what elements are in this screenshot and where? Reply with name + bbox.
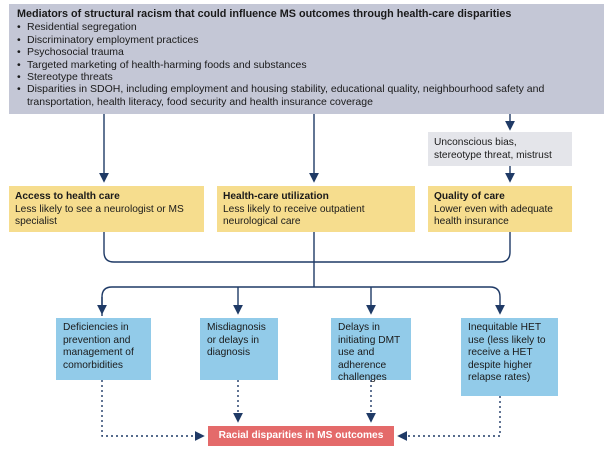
pathway-quality: Quality of care Lower even with adequate… xyxy=(428,186,572,232)
outcome-box: Racial disparities in MS outcomes xyxy=(208,426,394,446)
pathway-utilization: Health-care utilization Less likely to r… xyxy=(217,186,415,232)
split-bracket xyxy=(101,286,505,316)
mediator-item: Stereotype threats xyxy=(17,71,596,84)
consequence-het: Inequitable HET use (less likely to rece… xyxy=(461,318,558,396)
mediator-item: Targeted marketing of health-harming foo… xyxy=(17,59,596,72)
pathway-access: Access to health care Less likely to see… xyxy=(9,186,204,232)
pathway-title: Access to health care xyxy=(15,191,120,202)
dotted-arrow-1 xyxy=(101,380,205,441)
mediators-list: Residential segregation Discriminatory e… xyxy=(17,21,596,108)
pathway-title: Quality of care xyxy=(434,191,505,202)
dotted-arrow-4 xyxy=(397,396,501,441)
pathway-text: Less likely to receive outpatient neurol… xyxy=(223,203,365,228)
consequence-comorbidities: Deficiencies in prevention and managemen… xyxy=(56,318,151,380)
mediators-heading: Mediators of structural racism that coul… xyxy=(17,8,512,20)
consequence-dmt: Delays in initiating DMT use and adheren… xyxy=(331,318,411,383)
mediator-item: Discriminatory employment practices xyxy=(17,34,596,47)
side-note-box: Unconscious bias, stereotype threat, mis… xyxy=(428,132,572,166)
pathway-title: Health-care utilization xyxy=(223,191,329,202)
merge-bracket xyxy=(103,232,511,263)
pathway-text: Lower even with adequate health insuranc… xyxy=(434,203,553,228)
mediator-item: Residential segregation xyxy=(17,21,596,34)
consequence-diagnosis: Misdiagnosis or delays in diagnosis xyxy=(200,318,278,380)
mediator-item: Disparities in SDOH, including employmen… xyxy=(17,83,596,108)
mediator-item: Psychosocial trauma xyxy=(17,46,596,59)
mediators-box: Mediators of structural racism that coul… xyxy=(9,4,604,114)
pathway-text: Less likely to see a neurologist or MS s… xyxy=(15,203,184,228)
